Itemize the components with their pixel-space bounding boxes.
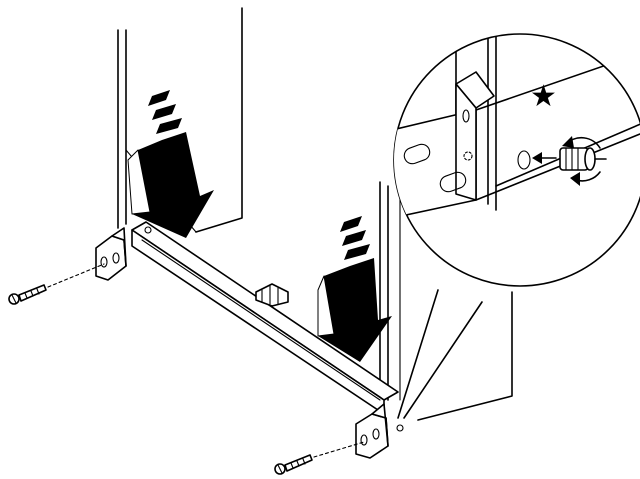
rotate-arrow-icon xyxy=(562,136,601,186)
base-bar xyxy=(131,221,399,415)
insert-arrow-icon xyxy=(532,152,557,164)
right-cabinet-panel xyxy=(379,181,513,421)
callout-leader xyxy=(397,289,483,419)
star-marker: ★ xyxy=(530,79,557,114)
left-corner-bracket xyxy=(95,227,127,281)
detail-callout xyxy=(393,33,640,287)
down-arrow-icon xyxy=(127,90,214,238)
down-arrow-icon xyxy=(317,216,392,362)
right-corner-bracket xyxy=(355,403,404,459)
screw-right xyxy=(274,441,365,475)
rear-bracket xyxy=(255,283,289,307)
screw-left xyxy=(8,263,105,305)
